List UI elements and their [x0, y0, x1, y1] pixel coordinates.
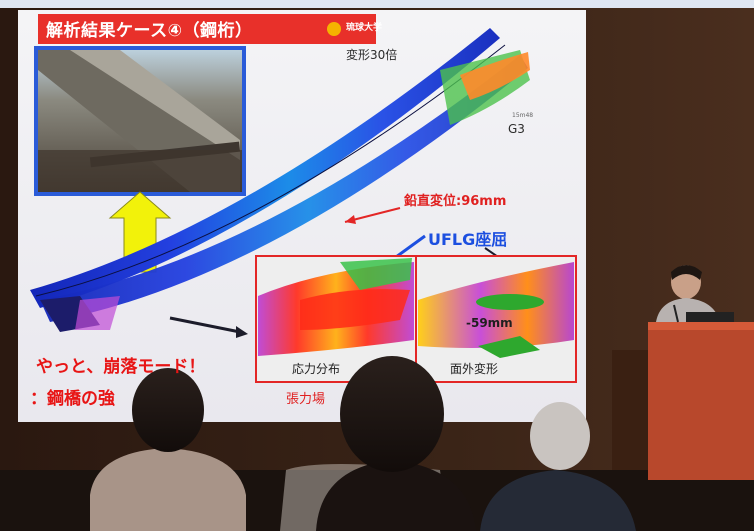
microphone-icon	[673, 304, 679, 323]
beam-mesh-lower	[40, 55, 528, 322]
collapse-mode-text: やっと、崩落モード！	[36, 357, 206, 377]
support-contour	[75, 296, 120, 330]
girder-label: G3	[508, 122, 525, 136]
deform-green-zone	[476, 294, 544, 310]
out-of-plane-value: -59mm	[466, 316, 513, 330]
slide-title-bar	[38, 14, 326, 44]
buckling-label: UFLG座屈	[428, 230, 508, 249]
beam-mesh-upper	[30, 28, 500, 308]
audience-head-right	[530, 402, 590, 470]
deform-green-lower	[478, 336, 540, 358]
university-name: 琉球大学	[346, 23, 383, 33]
audience-head-center	[340, 356, 444, 472]
stress-arrow-head-icon	[236, 326, 248, 338]
stress-green-zone	[340, 258, 412, 290]
stress-caption: 応力分布	[292, 362, 341, 376]
audience-head-left	[132, 368, 204, 452]
deformation-scale-label: 変形30倍	[346, 48, 398, 62]
axis-tiny-label: 15m48	[512, 112, 534, 119]
displacement-arrow-head-icon	[345, 215, 356, 224]
photo-girder	[70, 50, 240, 160]
laptop	[686, 312, 734, 322]
steel-bridge-text: ：鋼橋の強	[30, 389, 115, 409]
audience-member-right	[480, 470, 636, 531]
vertical-displacement-label: 鉛直変位:96mm	[404, 194, 507, 209]
speaker-podium	[648, 322, 754, 480]
slide-title: 解析結果ケース④（鋼桁）	[46, 21, 253, 41]
podium-top	[648, 322, 754, 330]
stress-hotspot	[300, 289, 410, 330]
stress-arrow	[169, 316, 241, 334]
tension-caption: 張力場	[286, 392, 326, 407]
audience-member-center	[316, 460, 476, 531]
audience-member-left	[90, 448, 246, 531]
speaker-hair	[671, 265, 702, 280]
university-logo-icon	[327, 22, 341, 36]
beam-contour-orange	[460, 52, 530, 100]
deform-caption: 面外変形	[450, 362, 499, 376]
beam-edge	[35, 44, 506, 297]
photo-rubble	[38, 150, 242, 192]
top-edge	[0, 0, 754, 8]
